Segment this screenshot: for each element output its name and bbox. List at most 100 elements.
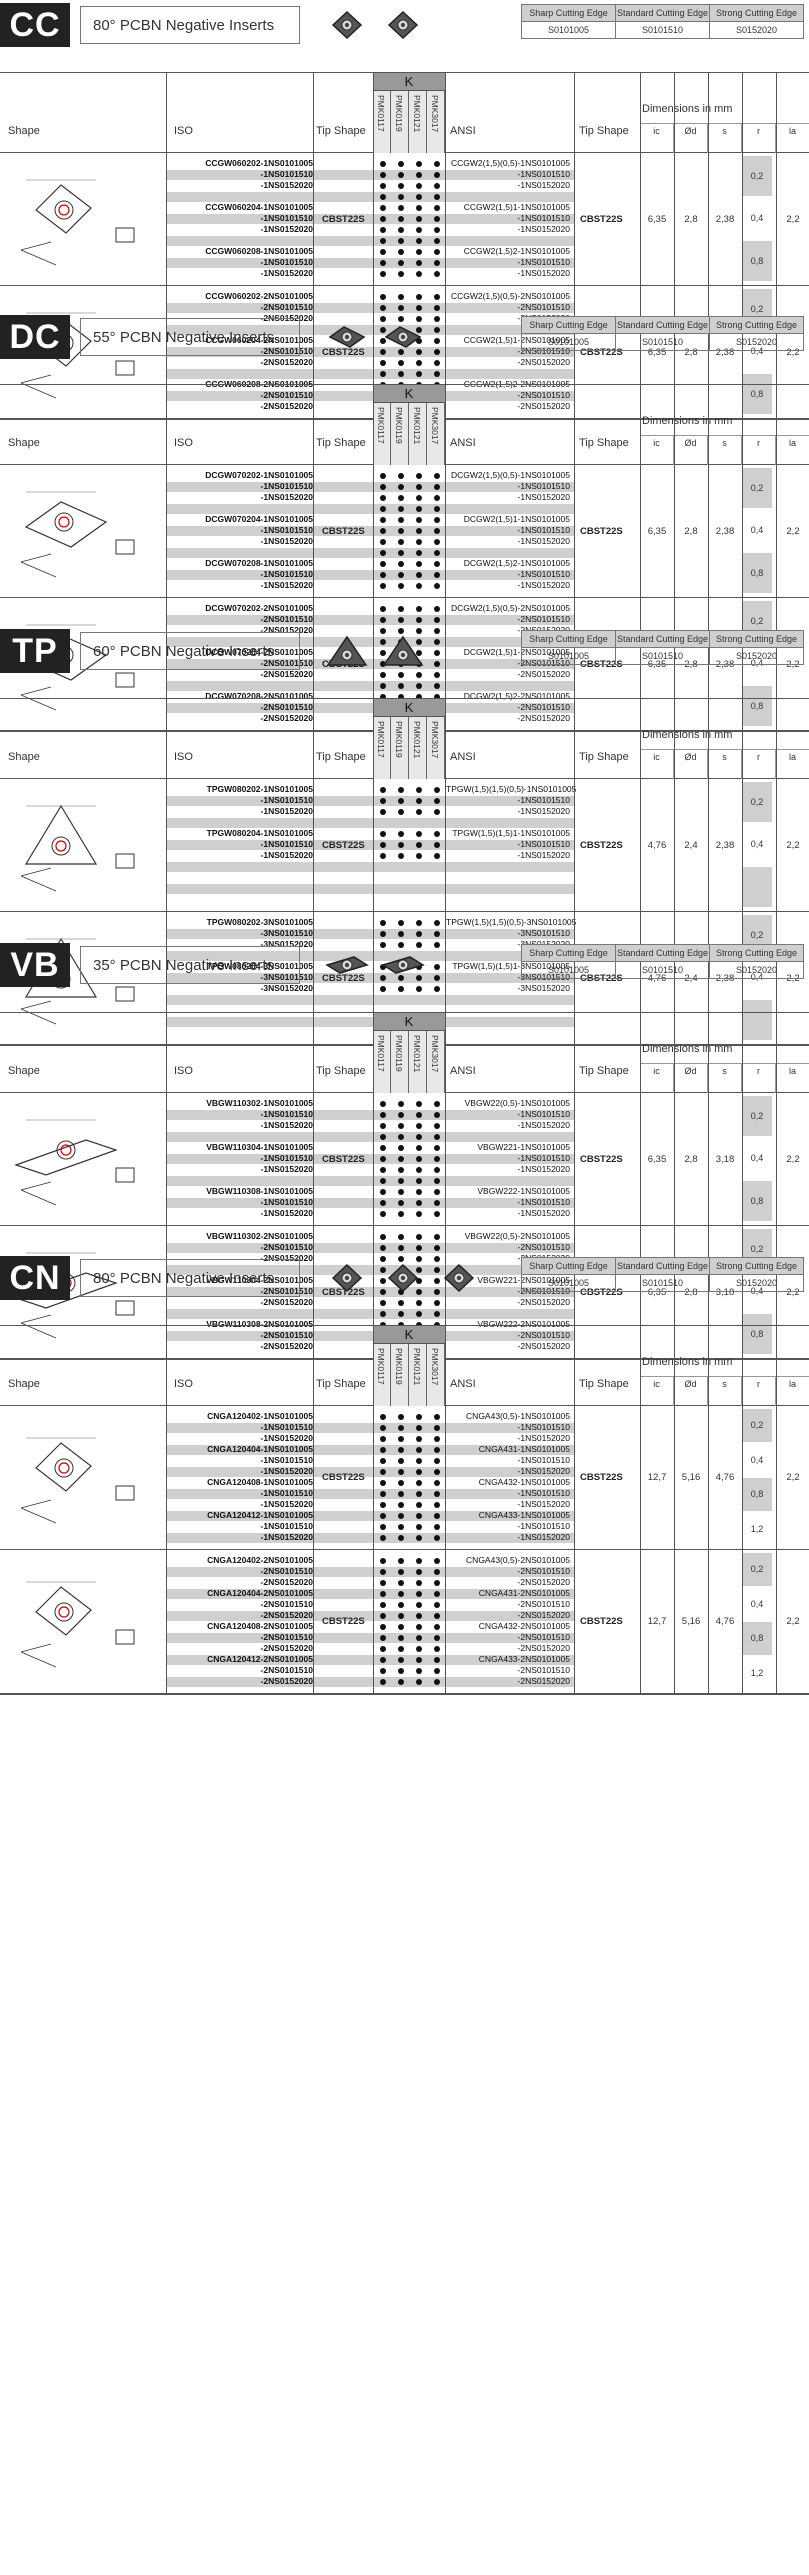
grade-name: PMK0117	[376, 95, 386, 132]
tip-shape-right: CBST22S	[580, 346, 623, 358]
dim-r: 0,4	[750, 1598, 764, 1609]
grade-name: PMK0119	[394, 1035, 404, 1072]
section-code: CC	[0, 3, 70, 47]
dim-col-2: s	[708, 1064, 742, 1093]
availability-dot	[380, 305, 386, 311]
availability-dot	[398, 561, 404, 567]
insert-icon	[381, 956, 425, 974]
availability-dot	[398, 305, 404, 311]
ansi-code: DCGW2(1,5)1-1NS0101005	[463, 514, 570, 524]
edge-header: Strong Cutting Edge	[709, 4, 804, 22]
dim-col-0: ic	[640, 124, 674, 153]
ansi-code: -1NS0101510	[517, 257, 570, 267]
ansi-code: CCGW2(1,5)2-1NS0101005	[463, 246, 570, 256]
availability-dot	[380, 338, 386, 344]
grade-column: PMK3017	[427, 717, 445, 779]
table-row: -1NS0152020-1NS0152020	[167, 224, 574, 235]
dim-r	[742, 866, 772, 907]
grade-k-label: K	[373, 1326, 445, 1344]
table-row: -2NS0101510-2NS0101510	[167, 1566, 574, 1577]
edge-value: S0152020	[709, 1274, 804, 1292]
table-row: -2NS0152020-2NS0152020	[167, 669, 574, 680]
table-row	[167, 504, 574, 514]
column-rule	[445, 1326, 446, 1694]
column-rule	[776, 1013, 777, 1359]
availability-dot	[416, 798, 422, 804]
availability-dot	[380, 205, 386, 211]
availability-dot	[434, 260, 440, 266]
iso-code: -2NS0101510	[260, 1330, 313, 1340]
availability-dot	[380, 294, 386, 300]
iso-code: -1NS0152020	[260, 1208, 313, 1218]
availability-dot	[380, 1211, 386, 1217]
availability-dot	[416, 628, 422, 634]
availability-dot	[416, 1469, 422, 1475]
availability-dot	[398, 1646, 404, 1652]
ansi-code: DCGW2(1,5)2-2NS0101005	[463, 691, 570, 701]
availability-dot	[380, 249, 386, 255]
ansi-code: -1NS0101510	[517, 839, 570, 849]
availability-dot	[434, 205, 440, 211]
grade-column: PMK0119	[391, 91, 409, 153]
availability-dot	[416, 1156, 422, 1162]
iso-code: -2NS0101510	[260, 1665, 313, 1675]
column-rule	[708, 1013, 709, 1359]
column-rule	[674, 1013, 675, 1359]
column-rule	[640, 1013, 641, 1359]
dim-r: 0,8	[742, 1622, 772, 1655]
availability-dot	[398, 1256, 404, 1262]
grade-name: PMK0117	[376, 407, 386, 444]
dim-la: 2,2	[786, 1472, 800, 1483]
availability-dot	[434, 964, 440, 970]
availability-dot	[434, 238, 440, 244]
dim-r: 0,4	[750, 1454, 764, 1465]
column-rule	[674, 73, 675, 419]
edge-value: S0101005	[521, 21, 616, 39]
ansi-code: DCGW2(1,5)1-2NS0101005	[463, 647, 570, 657]
availability-dot	[380, 1480, 386, 1486]
dim-s: 3,18	[715, 1286, 735, 1298]
availability-dot	[380, 506, 386, 512]
availability-dot	[416, 1602, 422, 1608]
header-tip-shape: Tip Shape	[579, 751, 629, 763]
availability-dot	[434, 639, 440, 645]
grade-column: PMK0117	[373, 1344, 391, 1406]
dim-col-0: ic	[640, 750, 674, 779]
availability-dot	[380, 931, 386, 937]
availability-dot	[380, 1425, 386, 1431]
availability-dot	[434, 1580, 440, 1586]
availability-dot	[434, 1178, 440, 1184]
insert-images	[324, 948, 426, 982]
iso-code: -1NS0152020	[260, 1532, 313, 1542]
availability-dot	[380, 1123, 386, 1129]
column-rule	[742, 385, 743, 731]
dim-r: 0,8	[742, 1478, 772, 1511]
ansi-code: -1NS0101510	[517, 1521, 570, 1531]
tip-shape-left: CBST22S	[322, 972, 365, 984]
ansi-code: -1NS0101510	[517, 525, 570, 535]
availability-dot	[398, 1134, 404, 1140]
availability-dot	[416, 639, 422, 645]
edge-value: S0152020	[709, 961, 804, 979]
availability-dot	[434, 506, 440, 512]
availability-dot	[416, 831, 422, 837]
iso-code: -1NS0101510	[260, 1109, 313, 1119]
column-rule	[776, 73, 777, 419]
availability-dot	[398, 528, 404, 534]
ansi-code: CNGA431-2NS0101005	[478, 1588, 570, 1598]
insert-icon	[387, 1263, 419, 1293]
ansi-code: -1NS0101510	[517, 481, 570, 491]
column-rule	[574, 73, 575, 419]
table-row	[167, 192, 574, 202]
column-rule	[674, 385, 675, 731]
